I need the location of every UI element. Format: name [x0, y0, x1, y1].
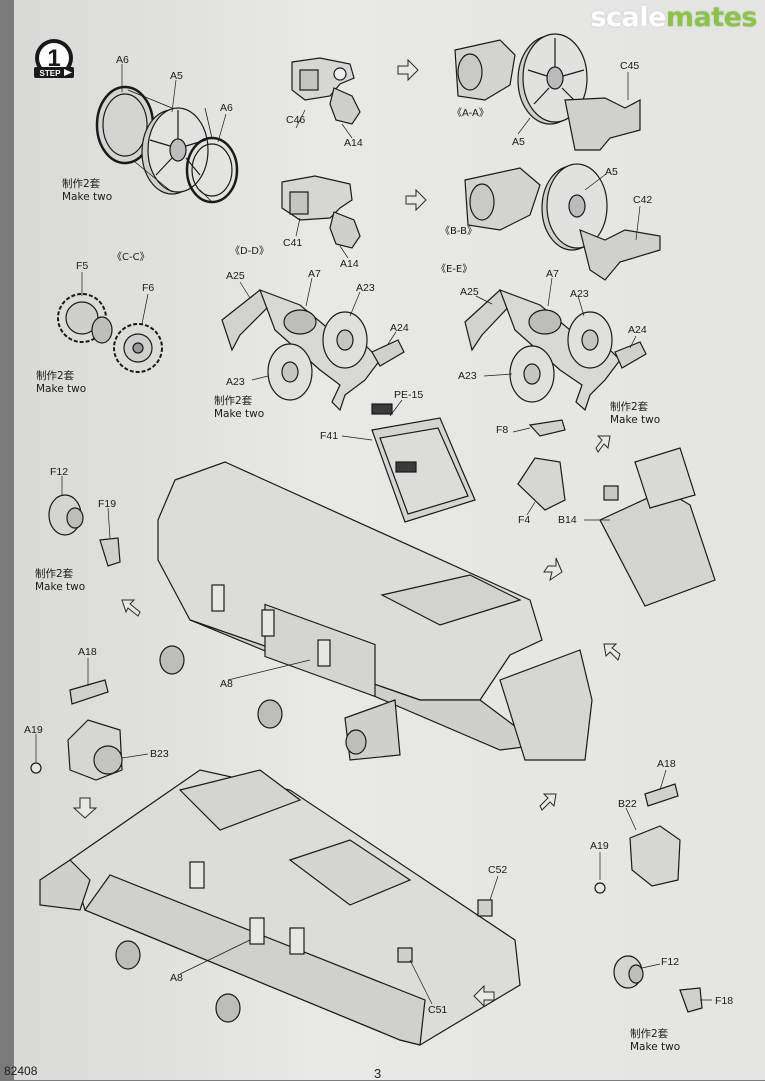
leader-lines [35, 64, 712, 1005]
watermark-scale-text: scale [590, 2, 666, 33]
hatch-panel-f41 [371, 403, 476, 523]
wheel-assembly-aa [454, 33, 641, 151]
label-a6-right: A6 [220, 102, 233, 114]
make-two-cn: 制作2套 [62, 178, 101, 190]
label-a23-left-bot: A23 [226, 376, 245, 388]
view-label-bb: 《B-B》 [440, 226, 477, 237]
label-a23-left-top: A23 [356, 282, 375, 294]
wheel-assembly-bb [464, 163, 661, 281]
engine-deck-panel-b14 [599, 447, 716, 607]
label-a7-right: A7 [546, 268, 559, 280]
label-a6-top: A6 [116, 54, 129, 66]
label-a18-left: A18 [78, 646, 97, 658]
view-label-ee: 《E-E》 [436, 264, 473, 275]
label-a5-aa: A5 [512, 136, 525, 148]
kit-number: 82408 [4, 1064, 38, 1078]
make-two-cn: 制作2套 [630, 1028, 669, 1040]
label-a23-right-bot: A23 [458, 370, 477, 382]
label-f6: F6 [142, 282, 155, 294]
final-drive-left [30, 679, 123, 781]
label-a19-left: A19 [24, 724, 43, 736]
make-two-en: Make two [630, 1041, 681, 1053]
make-two-en: Make two [214, 408, 265, 420]
scalemates-watermark: scalemates [590, 2, 757, 33]
label-a24-left: A24 [390, 322, 409, 334]
label-b22: B22 [618, 798, 637, 810]
label-f18: F18 [715, 995, 734, 1007]
bracket-f4-f8 [517, 419, 566, 511]
view-label-cc: 《C-C》 [112, 252, 150, 263]
final-drive-right [594, 783, 681, 894]
label-f5: F5 [76, 260, 89, 272]
label-a18-right: A18 [657, 758, 676, 770]
label-a5-top: A5 [170, 70, 183, 82]
label-f4: F4 [518, 514, 531, 526]
watermark-mates-text: mates [665, 2, 758, 33]
road-wheel-exploded [95, 85, 239, 204]
step-badge: 1 STEP [24, 38, 84, 82]
label-a14-mid: A14 [340, 258, 359, 270]
suspension-arm-c46 [291, 57, 361, 125]
idler-mount-f12-f18 [613, 955, 703, 1013]
label-f41: F41 [320, 430, 339, 442]
make-two-cn: 制作2套 [610, 401, 649, 413]
step-number: 1 [47, 45, 60, 72]
lower-hull-assembly [39, 769, 521, 1046]
make-two-en: Make two [62, 191, 113, 203]
label-c51: C51 [428, 1004, 448, 1016]
label-f19: F19 [98, 498, 117, 510]
make-two-cn: 制作2套 [214, 395, 253, 407]
drive-sprocket [57, 293, 163, 373]
view-label-dd: 《D-D》 [230, 246, 270, 257]
upper-hull-assembly [157, 461, 593, 761]
label-f12-bottom: F12 [661, 956, 680, 968]
suspension-arm-c41 [281, 175, 361, 249]
make-two-en: Make two [36, 383, 87, 395]
make-two-en: Make two [610, 414, 661, 426]
label-a25-right: A25 [460, 286, 479, 298]
label-c42: C42 [633, 194, 653, 206]
label-b23: B23 [150, 748, 169, 760]
label-a14-top: A14 [344, 137, 363, 149]
label-a23-right-top: A23 [570, 288, 589, 300]
label-a19-right: A19 [590, 840, 609, 852]
direction-arrows [72, 58, 621, 1008]
label-c46: C46 [286, 114, 306, 126]
idler-mount-f12-f19 [48, 494, 121, 567]
label-pe15: PE-15 [394, 389, 424, 401]
label-a8-lower: A8 [170, 972, 183, 984]
make-two-cn: 制作2套 [36, 370, 75, 382]
label-a8-upper: A8 [220, 678, 233, 690]
label-a24-right: A24 [628, 324, 647, 336]
label-f8: F8 [496, 424, 509, 436]
label-a25-left: A25 [226, 270, 245, 282]
label-a5-bb: A5 [605, 166, 618, 178]
make-two-cn: 制作2套 [35, 568, 74, 580]
label-b14: B14 [558, 514, 577, 526]
label-a7-left: A7 [308, 268, 321, 280]
make-two-en: Make two [35, 581, 86, 593]
bogie-assembly-dd [221, 288, 405, 412]
label-f12-top: F12 [50, 466, 69, 478]
page-number: 3 [374, 1066, 382, 1081]
step-word: STEP [40, 69, 62, 78]
view-label-aa: 《A-A》 [452, 108, 489, 119]
bogie-assembly-ee [464, 288, 647, 412]
label-c52: C52 [488, 864, 508, 876]
label-c45: C45 [620, 60, 640, 72]
label-c41: C41 [283, 237, 303, 249]
